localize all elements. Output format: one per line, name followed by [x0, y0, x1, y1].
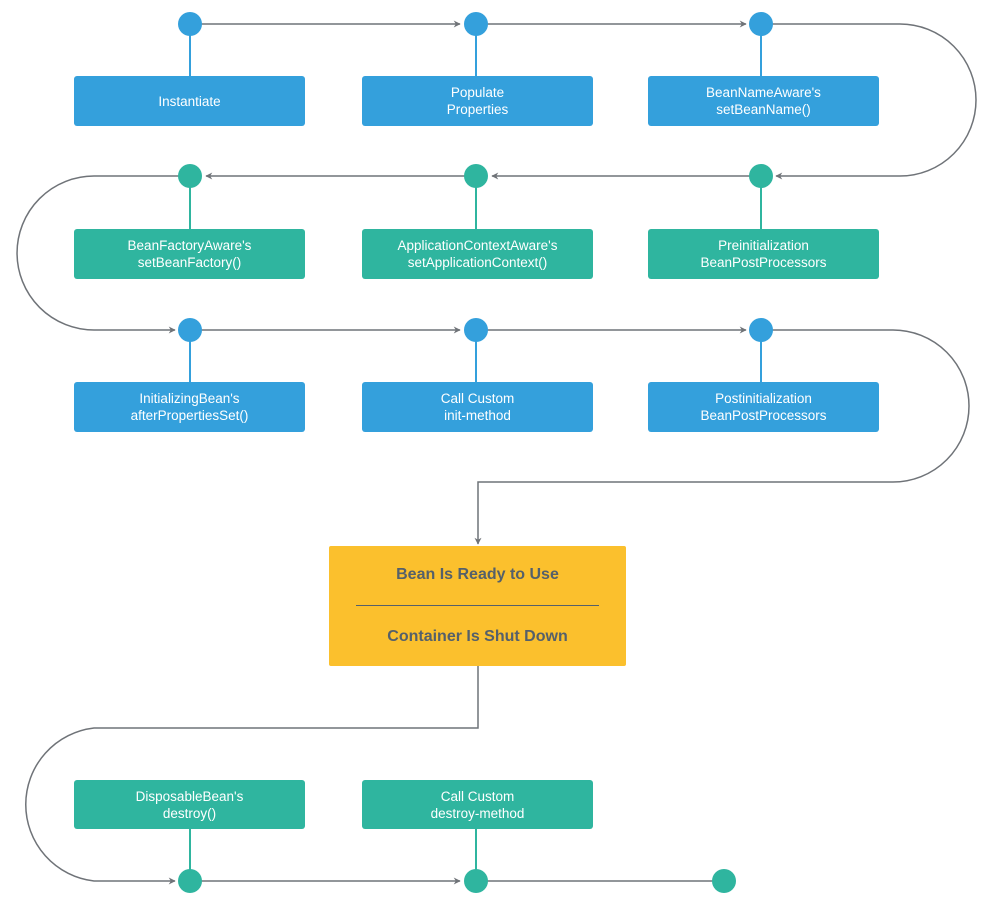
node-s9 — [749, 318, 773, 342]
step-preinitialization: Preinitialization BeanPostProcessors — [648, 229, 879, 279]
ready-box-divider — [356, 605, 599, 606]
step-bean-factory-aware-line2: setBeanFactory() — [137, 255, 242, 270]
step-application-context-aware: ApplicationContextAware's setApplication… — [362, 229, 593, 279]
node-s4 — [178, 164, 202, 188]
step-custom-init-method: Call Custom init-method — [362, 382, 593, 432]
step-disposable-bean-line2: destroy() — [162, 805, 217, 821]
step-application-context-aware-line1: ApplicationContextAware's — [397, 238, 558, 253]
bean-ready-label: Bean Is Ready to Use — [396, 566, 559, 583]
step-initializing-bean-line1: InitializingBean's — [139, 391, 240, 406]
step-custom-destroy-method-line1: Call Custom — [440, 788, 515, 804]
node-s1 — [178, 12, 202, 36]
step-initializing-bean: InitializingBean's afterPropertiesSet() — [74, 382, 305, 432]
node-s2 — [464, 12, 488, 36]
step-bean-name-aware-line2: setBeanName() — [716, 102, 811, 117]
flow-curve-row1-to-row2 — [761, 23, 977, 180]
step-application-context-aware-line2: setApplicationContext() — [407, 255, 548, 270]
step-disposable-bean-line1: DisposableBean's — [135, 788, 244, 804]
step-postinitialization-line2: BeanPostProcessors — [700, 408, 827, 423]
step-populate-properties: Populate Properties — [362, 76, 593, 126]
step-disposable-bean: DisposableBean's destroy() — [74, 780, 305, 829]
step-postinitialization: Postinitialization BeanPostProcessors — [648, 382, 879, 432]
node-s5 — [464, 164, 488, 188]
flow-curve-row3-to-ready — [474, 329, 970, 545]
step-initializing-bean-line2: afterPropertiesSet() — [130, 408, 249, 423]
step-populate-properties-line2: Properties — [446, 102, 509, 117]
step-populate-properties-line1: Populate — [450, 85, 505, 100]
node-s10 — [178, 869, 202, 893]
step-custom-destroy-method: Call Custom destroy-method — [362, 780, 593, 829]
node-end — [712, 869, 736, 893]
step-postinitialization-line1: Postinitialization — [715, 391, 812, 406]
container-shutdown-label: Container Is Shut Down — [387, 628, 568, 645]
step-preinitialization-line2: BeanPostProcessors — [700, 255, 827, 270]
step-bean-factory-aware: BeanFactoryAware's setBeanFactory() — [74, 229, 305, 279]
step-instantiate-label: Instantiate — [158, 93, 221, 109]
bean-ready-box: Bean Is Ready to Use Container Is Shut D… — [329, 546, 626, 666]
step-custom-init-method-line1: Call Custom — [440, 391, 515, 406]
step-bean-name-aware-line1: BeanNameAware's — [706, 85, 821, 100]
step-custom-init-method-line2: init-method — [444, 408, 511, 423]
flow-curve-ready-to-row4 — [25, 666, 479, 885]
step-bean-factory-aware-line1: BeanFactoryAware's — [127, 238, 252, 253]
step-instantiate: Instantiate — [74, 76, 305, 126]
node-s6 — [749, 164, 773, 188]
step-preinitialization-line1: Preinitialization — [718, 238, 809, 253]
flow-curve-row2-to-row3 — [16, 175, 190, 334]
node-s11 — [464, 869, 488, 893]
step-custom-destroy-method-line2: destroy-method — [430, 805, 525, 821]
node-s8 — [464, 318, 488, 342]
node-s3 — [749, 12, 773, 36]
step-bean-name-aware: BeanNameAware's setBeanName() — [648, 76, 879, 126]
node-s7 — [178, 318, 202, 342]
